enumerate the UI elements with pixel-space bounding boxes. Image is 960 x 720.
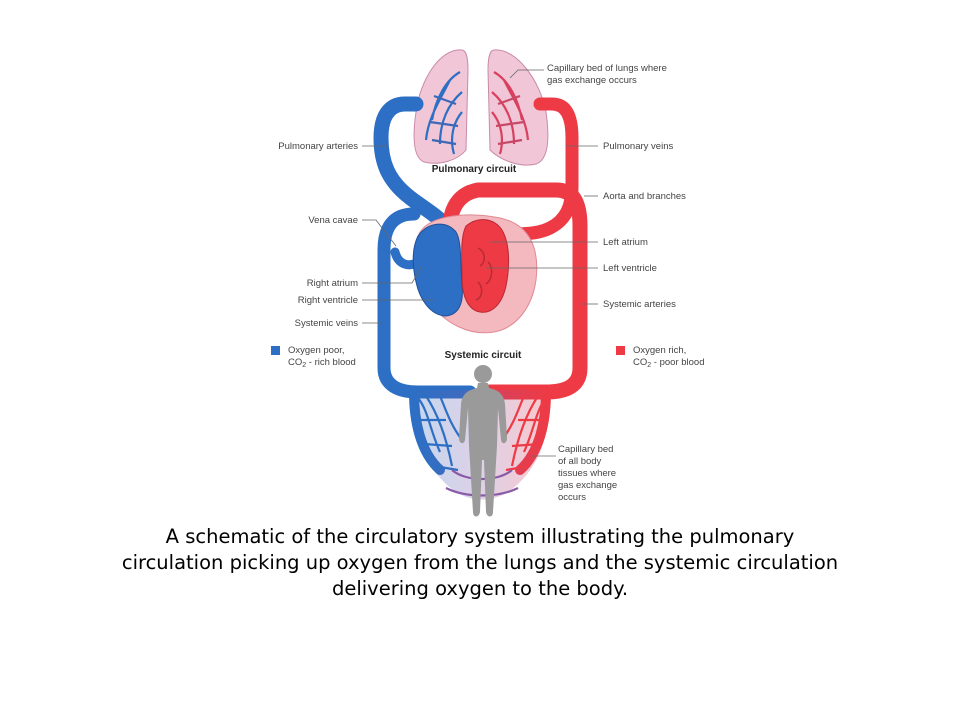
lung-capillary-bed-label: Capillary bed of lungs where gas exchang… [547,63,670,86]
aortic-arch [442,182,588,400]
systemic-veins-label: Systemic veins [295,318,359,329]
systemic-circuit-label: Systemic circuit [445,350,522,361]
legend-swatch-oxygen-poor [271,346,280,355]
left-heart [461,219,510,313]
body-capillary-bed-line: of all body [558,456,602,467]
legend-oxygen-rich: Oxygen rich, CO2 - poor blood [616,345,705,369]
right-atrium-label: Right atrium [307,278,358,289]
circulatory-diagram: Pulmonary circuit Systemic circuit Capil… [271,49,705,517]
systemic-arteries-label: Systemic arteries [603,299,676,310]
lung-capillary-bed-line: gas exchange occurs [547,75,637,86]
lung-capillary-bed-line: Capillary bed of lungs where [547,63,667,74]
body-capillary-bed-label: Capillary bed of all body tissues where … [558,444,620,503]
pulmonary-arteries-label: Pulmonary arteries [278,141,358,152]
pulmonary-veins-label: Pulmonary veins [603,141,673,152]
heart [412,214,538,334]
body-capillary-bed-line: Capillary bed [558,444,613,455]
body-capillary-bed-line: gas exchange [558,480,617,491]
legend-oxygen-rich-line1: Oxygen rich, [633,345,686,356]
figure-caption: A schematic of the circulatory system il… [121,525,839,600]
aorta-label: Aorta and branches [603,191,686,202]
pulmonary-artery-loop [373,96,456,236]
pulmonary-circuit-label: Pulmonary circuit [432,164,517,175]
lungs [408,49,549,166]
legend-oxygen-rich-line2: CO2 - poor blood [633,357,705,369]
legend-oxygen-poor-line2: CO2 - rich blood [288,357,356,369]
human-silhouette [459,365,507,517]
body-capillaries [417,395,547,497]
legend-oxygen-poor-line1: Oxygen poor, [288,345,345,356]
legend-oxygen-poor: Oxygen poor, CO2 - rich blood [271,345,356,369]
right-ventricle-label: Right ventricle [298,295,358,306]
vena-cavae-label: Vena cavae [308,215,358,226]
left-ventricle-label: Left ventricle [603,263,657,274]
left-atrium-label: Left atrium [603,237,648,248]
ventricle-texture [475,247,493,301]
body-capillary-bed-line: tissues where [558,468,616,479]
right-heart [412,223,463,317]
legend-swatch-oxygen-rich [616,346,625,355]
systemic-vein-loop [377,207,477,399]
body-capillary-bed-line: occurs [558,492,586,503]
leader-lines [362,69,598,457]
